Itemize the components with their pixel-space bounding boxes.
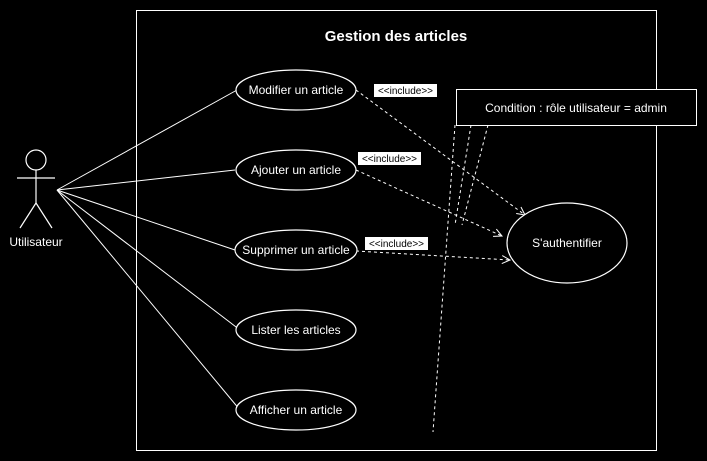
use-case-modifier-shape[interactable] xyxy=(235,69,357,111)
actor-head xyxy=(25,149,47,171)
note-connector-3 xyxy=(461,124,489,226)
include-label-2: <<include>> xyxy=(362,154,417,165)
use-case-ajouter-label: Ajouter un article xyxy=(251,163,341,177)
actor-utilisateur: Utilisateur xyxy=(9,149,63,249)
condition-note-box xyxy=(456,89,697,126)
association-afficher xyxy=(56,189,241,411)
system-boundary xyxy=(136,10,657,451)
association-modifier xyxy=(56,89,238,191)
include-label-bg-2 xyxy=(358,152,421,165)
use-case-lister-shape[interactable] xyxy=(235,309,357,351)
use-case-ajouter-shape[interactable] xyxy=(235,149,357,191)
use-case-afficher[interactable]: Afficher un article xyxy=(235,389,357,431)
use-case-afficher-shape[interactable] xyxy=(235,389,357,431)
use-case-supprimer[interactable]: Supprimer un article xyxy=(234,229,358,271)
use-case-lister[interactable]: Lister les articles xyxy=(235,309,357,351)
note-connectors xyxy=(432,124,489,433)
actor-label: Utilisateur xyxy=(9,235,62,249)
use-case-ajouter[interactable]: Ajouter un article xyxy=(235,149,357,191)
use-case-supprimer-label: Supprimer un article xyxy=(242,243,350,257)
include-dependencies xyxy=(355,89,525,260)
include-label-bg-3 xyxy=(365,237,428,250)
use-case-afficher-label: Afficher un article xyxy=(250,403,343,417)
condition-note-text: Condition : rôle utilisateur = admin xyxy=(485,101,667,115)
use-case-authentifier-label: S'authentifier xyxy=(532,236,602,250)
association-lister xyxy=(56,189,241,331)
use-case-modifier[interactable]: Modifier un article xyxy=(235,69,357,111)
note-connector-1 xyxy=(432,124,456,433)
include-arrow-modifier xyxy=(355,89,525,215)
use-case-authentifier[interactable]: S'authentifier xyxy=(506,202,628,284)
association-ajouter xyxy=(56,169,236,191)
include-label-1: <<include>> xyxy=(378,86,433,97)
associations xyxy=(56,89,241,411)
actor-right-leg xyxy=(35,202,53,229)
system-title: Gestion des articles xyxy=(325,28,468,45)
note-connector-2 xyxy=(454,124,472,226)
use-case-lister-label: Lister les articles xyxy=(251,323,340,337)
use-case-modifier-label: Modifier un article xyxy=(249,83,344,97)
condition-note: Condition : rôle utilisateur = admin xyxy=(456,89,697,126)
include-arrow-ajouter xyxy=(355,169,502,236)
association-supprimer xyxy=(56,189,236,251)
use-case-authentifier-shape[interactable] xyxy=(506,202,628,284)
actor-left-leg xyxy=(19,202,37,229)
include-label-bg-1 xyxy=(374,84,437,97)
include-arrow-supprimer xyxy=(355,250,510,260)
use-case-supprimer-shape[interactable] xyxy=(234,229,358,271)
include-label-3: <<include>> xyxy=(369,239,424,250)
include-labels: <<include>> <<include>> <<include>> xyxy=(358,84,437,250)
